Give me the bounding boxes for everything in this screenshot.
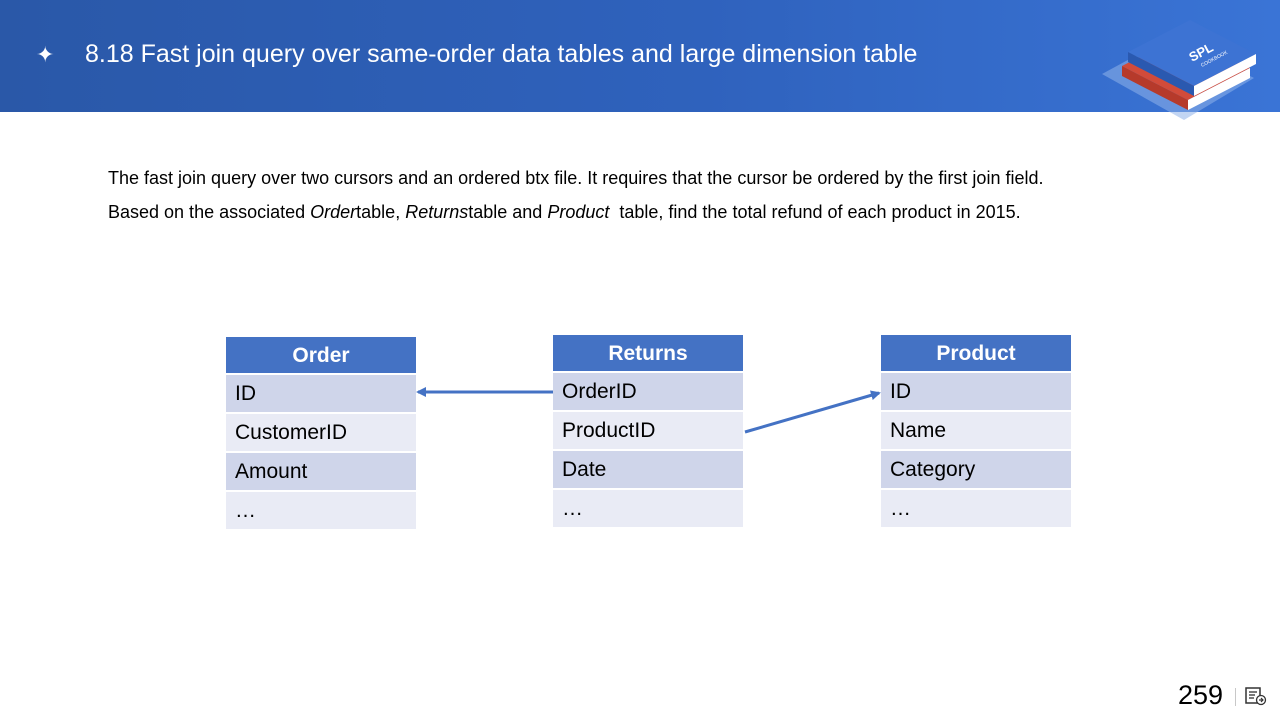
intro-product-name: Product [547,201,610,222]
intro-text-part: table, find the total refund of each pro… [609,201,1021,222]
returns-field-productid: ProductID [553,412,743,451]
returns-field-more: … [553,490,743,529]
intro-text-part: table, [356,201,406,222]
intro-text: The fast join query over two cursors and… [108,162,1138,229]
order-field-customerid: CustomerID [226,414,416,453]
footer-divider [1235,688,1236,706]
order-field-amount: Amount [226,453,416,492]
product-field-id: ID [881,373,1071,412]
page-number: 259 [1178,680,1224,710]
intro-text-part: table and [468,201,548,222]
slide-header: ✦ 8.18 Fast join query over same-order d… [0,0,1280,120]
order-field-id: ID [226,375,416,414]
intro-returns-name: Returns [405,201,469,222]
intro-paragraph-2: Based on the associated Ordertable, Retu… [108,196,1138,230]
order-table-title: Order [226,337,416,375]
order-table: Order ID CustomerID Amount … [226,337,416,531]
order-field-more: … [226,492,416,531]
returns-table-title: Returns [553,335,743,373]
notes-icon[interactable] [1245,686,1267,706]
spl-cookbook-logo: SPL COOKBOOK [1102,20,1256,120]
slide-title: 8.18 Fast join query over same-order dat… [85,40,918,68]
intro-paragraph-1: The fast join query over two cursors and… [108,168,1044,188]
product-field-category: Category [881,451,1071,490]
returns-field-orderid: OrderID [553,373,743,412]
returns-table: Returns OrderID ProductID Date … [553,335,743,529]
star-icon: ✦ [36,42,55,67]
product-field-more: … [881,490,1071,529]
product-table: Product ID Name Category … [881,335,1071,529]
intro-text-part: Based on the associated [108,201,311,222]
returns-field-date: Date [553,451,743,490]
returns-productid-to-product-id-arrow [744,390,881,434]
intro-order-name: Order [310,201,357,222]
product-table-title: Product [881,335,1071,373]
product-field-name: Name [881,412,1071,451]
